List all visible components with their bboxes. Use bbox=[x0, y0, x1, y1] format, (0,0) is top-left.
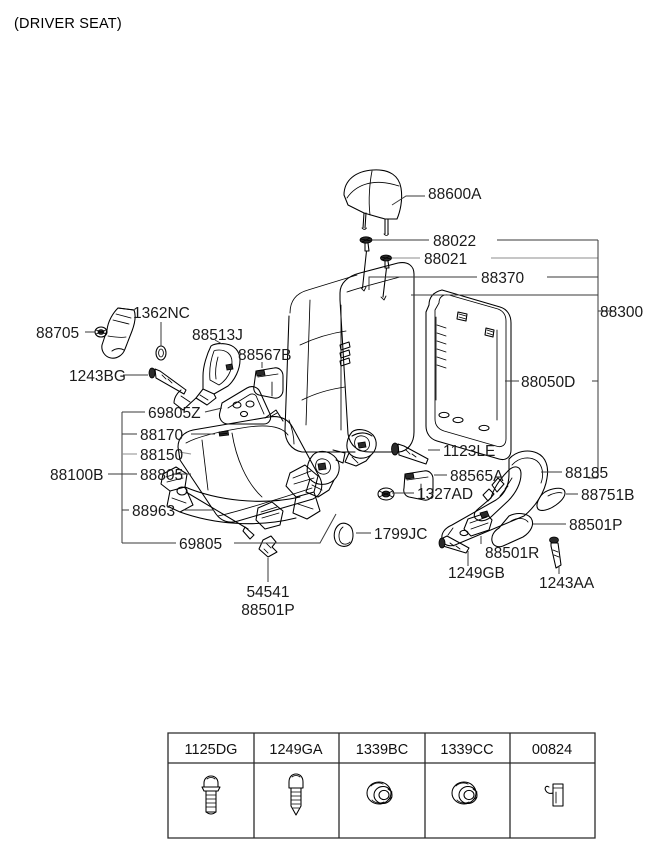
tapping-screw-icon bbox=[288, 773, 304, 816]
part-seatbelt-buckle-88705 bbox=[101, 307, 136, 359]
part-bolt-88021 bbox=[380, 254, 392, 301]
part-inner-shield-cap-88567B bbox=[253, 367, 284, 399]
part-seatback-board-88050D bbox=[425, 289, 512, 460]
fastener-code-1249GA: 1249GA bbox=[269, 742, 323, 758]
part-seat-track-88805 bbox=[160, 464, 321, 530]
fastener-code-00824: 00824 bbox=[532, 742, 572, 758]
callout-1362NC: 1362NC bbox=[133, 305, 190, 322]
callout-88963: 88963 bbox=[132, 503, 175, 520]
callout-88300: 88300 bbox=[600, 304, 643, 321]
part-rod-88963 bbox=[176, 486, 255, 540]
part-headrest-88600A bbox=[343, 169, 403, 236]
callout-88501P-2: 88501P bbox=[241, 602, 294, 619]
callout-88501R: 88501R bbox=[485, 545, 539, 562]
callout-88170: 88170 bbox=[140, 427, 183, 444]
callout-1249GB: 1249GB bbox=[448, 565, 505, 582]
callout-88100B: 88100B bbox=[50, 467, 103, 484]
fastener-code-1339CC: 1339CC bbox=[440, 742, 493, 758]
callout-54541: 54541 bbox=[246, 584, 289, 601]
page-title: (DRIVER SEAT) bbox=[14, 16, 122, 32]
callout-88501P: 88501P bbox=[569, 517, 622, 534]
flange-head-bolt-icon bbox=[201, 775, 221, 815]
part-shield-knob-cap-88501P bbox=[491, 513, 534, 548]
part-bolt-1243AA bbox=[549, 536, 562, 569]
flange-nut-icon bbox=[366, 781, 393, 805]
part-grommet-1362NC bbox=[155, 345, 167, 361]
part-seat-back-88370 bbox=[284, 262, 415, 467]
callout-labels: 88600A 88022 88021 88370 88300 88050D 13… bbox=[36, 186, 643, 619]
callout-88751B: 88751B bbox=[581, 487, 634, 504]
fastener-code-1339BC: 1339BC bbox=[356, 742, 408, 758]
part-seat-cushion-88150 bbox=[177, 409, 323, 523]
part-shield-insert-88751B bbox=[536, 487, 566, 511]
callout-88021: 88021 bbox=[424, 251, 467, 268]
part-screw-1249GB bbox=[438, 535, 470, 554]
leader-lines bbox=[85, 195, 612, 574]
callout-88705: 88705 bbox=[36, 325, 79, 342]
part-bolt-1123LE bbox=[391, 442, 429, 465]
callout-88600A: 88600A bbox=[428, 186, 482, 203]
callout-88565A: 88565A bbox=[450, 468, 504, 485]
part-recliner-lever-88513J bbox=[173, 343, 241, 411]
part-pivot-nut-1327AD bbox=[377, 487, 395, 501]
callout-88022: 88022 bbox=[433, 233, 476, 250]
fastener-code-1125DG: 1125DG bbox=[185, 742, 238, 758]
recliner-mechanism bbox=[344, 429, 377, 467]
part-outer-side-shield-88185 bbox=[441, 450, 549, 547]
part-height-lever-knob-88501R bbox=[463, 510, 493, 537]
part-cushion-recliner-bracket bbox=[305, 449, 346, 498]
callout-1799JC: 1799JC bbox=[374, 526, 427, 543]
seat-back-side-hinge-detail bbox=[339, 341, 351, 367]
pin-clip-icon bbox=[544, 783, 564, 807]
part-cushion-clip-54541 bbox=[258, 535, 278, 582]
callout-69805: 69805 bbox=[179, 536, 222, 553]
callout-1327AD: 1327AD bbox=[417, 486, 473, 503]
callout-88185: 88185 bbox=[565, 465, 608, 482]
part-buckle-grommet-1362NC-a bbox=[94, 326, 108, 338]
callout-1243BG: 1243BG bbox=[69, 368, 126, 385]
flange-nut-icon-2 bbox=[451, 781, 478, 805]
part-cable-clip-1799JC bbox=[333, 522, 354, 547]
callout-69805Z: 69805Z bbox=[148, 405, 201, 422]
callout-88050D: 88050D bbox=[521, 374, 575, 391]
callout-88150: 88150 bbox=[140, 447, 183, 464]
callout-88805: 88805 bbox=[140, 467, 183, 484]
callout-88370: 88370 bbox=[481, 270, 524, 287]
fastener-legend-table: 1125DG 1249GA 1339BC 1339CC 00824 bbox=[167, 732, 596, 839]
callout-88567B: 88567B bbox=[238, 347, 291, 364]
part-bolt-88022 bbox=[359, 236, 373, 292]
callout-1243AA: 1243AA bbox=[539, 575, 595, 592]
callout-88513J: 88513J bbox=[192, 327, 243, 344]
part-bolt-1243BG bbox=[148, 367, 187, 395]
callout-1123LE: 1123LE bbox=[443, 443, 495, 460]
